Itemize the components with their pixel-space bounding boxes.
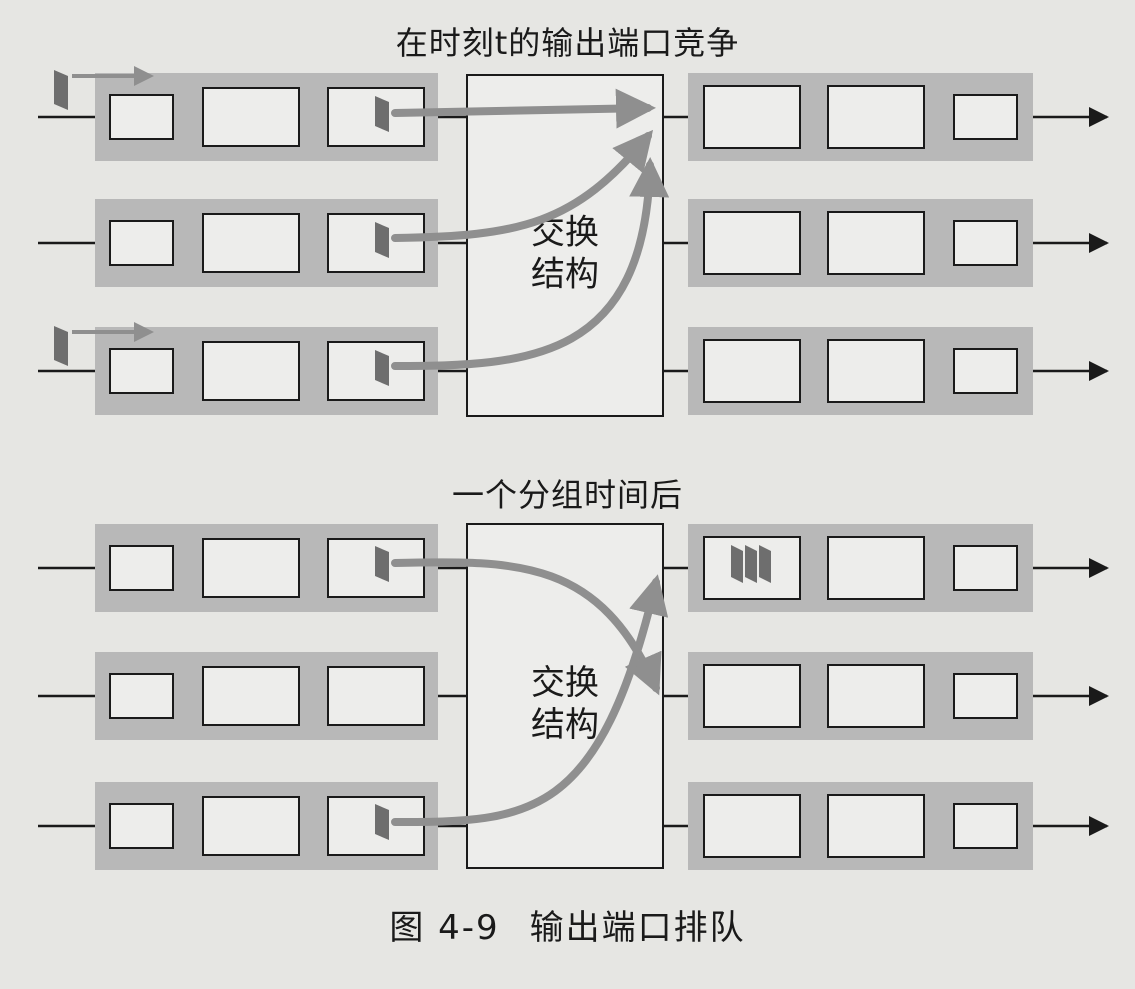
bottom-input-queue-slot-small-1 — [109, 545, 174, 591]
top-arriving-packet-1 — [54, 70, 68, 110]
bottom-output-queue-slot-1-2 — [703, 664, 801, 728]
top-output-queue-slot-3-2 — [953, 220, 1018, 266]
figure-caption-text: 输出端口排队 — [529, 908, 746, 948]
bottom-input-queue-slot-mid-3 — [202, 796, 300, 856]
top-path-input3-to-output1 — [391, 157, 670, 370]
bottom-output-queue-slot-1-3 — [703, 794, 801, 858]
top-output-queue-slot-1-1 — [703, 85, 801, 149]
figure-caption: 图 4-9 输出端口排队 — [0, 900, 1135, 949]
top-output-queue-slot-3-1 — [953, 94, 1018, 140]
bottom-output-queue-slot-2-2 — [827, 664, 925, 728]
top-input-queue-slot-mid-3 — [202, 341, 300, 401]
top-fabric-label-2: 结构 — [531, 255, 599, 295]
bottom-queued-packet-1 — [731, 545, 743, 583]
top-arriving-packet-3 — [54, 326, 68, 366]
figure-number: 图 4-9 — [389, 908, 500, 948]
bottom-input-queue-slot-small-2 — [109, 673, 174, 719]
top-input-queue-slot-small-3 — [109, 348, 174, 394]
bottom-output-queue-slot-2-1 — [827, 536, 925, 600]
top-output-queue-slot-2-3 — [827, 339, 925, 403]
top-path-input1-to-output1 — [391, 88, 656, 129]
top-path-input2-to-output1 — [391, 129, 654, 242]
bottom-path-input3-to-output1 — [391, 574, 669, 826]
top-hol-packet-3 — [375, 350, 389, 386]
top-output-queue-slot-2-1 — [827, 85, 925, 149]
bottom-path-input1-to-output2 — [391, 558, 662, 696]
top-input-queue-slot-small-2 — [109, 220, 174, 266]
bottom-output-queue-slot-3-3 — [953, 803, 1018, 849]
top-hol-packet-2 — [375, 222, 389, 258]
bottom-input-queue-slot-mid-1 — [202, 538, 300, 598]
bottom-output-queue-slot-3-1 — [953, 545, 1018, 591]
bottom-input-queue-slot-mid-2 — [202, 666, 300, 726]
top-output-queue-slot-1-2 — [703, 211, 801, 275]
bottom-output-queue-slot-3-2 — [953, 673, 1018, 719]
top-input-queue-slot-small-1 — [109, 94, 174, 140]
top-hol-packet-1 — [375, 96, 389, 132]
bottom-hol-packet-1 — [375, 546, 389, 582]
top-output-queue-slot-2-2 — [827, 211, 925, 275]
top-title: 在时刻t的输出端口竞争 — [395, 24, 740, 62]
top-input-queue-slot-mid-1 — [202, 87, 300, 147]
bottom-queued-packet-3 — [759, 545, 771, 583]
top-input-queue-slot-mid-2 — [202, 213, 300, 273]
bottom-input-queue-slot-small-3 — [109, 803, 174, 849]
top-output-queue-slot-1-3 — [703, 339, 801, 403]
bottom-queued-packet-2 — [745, 545, 757, 583]
bottom-output-queue-slot-2-3 — [827, 794, 925, 858]
bottom-input-queue-slot-head-2 — [327, 666, 425, 726]
bottom-fabric-label-1: 交换 — [531, 663, 599, 703]
bottom-title: 一个分组时间后 — [451, 476, 683, 514]
bottom-fabric-label-2: 结构 — [531, 705, 599, 745]
top-output-queue-slot-3-3 — [953, 348, 1018, 394]
bottom-hol-packet-3 — [375, 804, 389, 840]
